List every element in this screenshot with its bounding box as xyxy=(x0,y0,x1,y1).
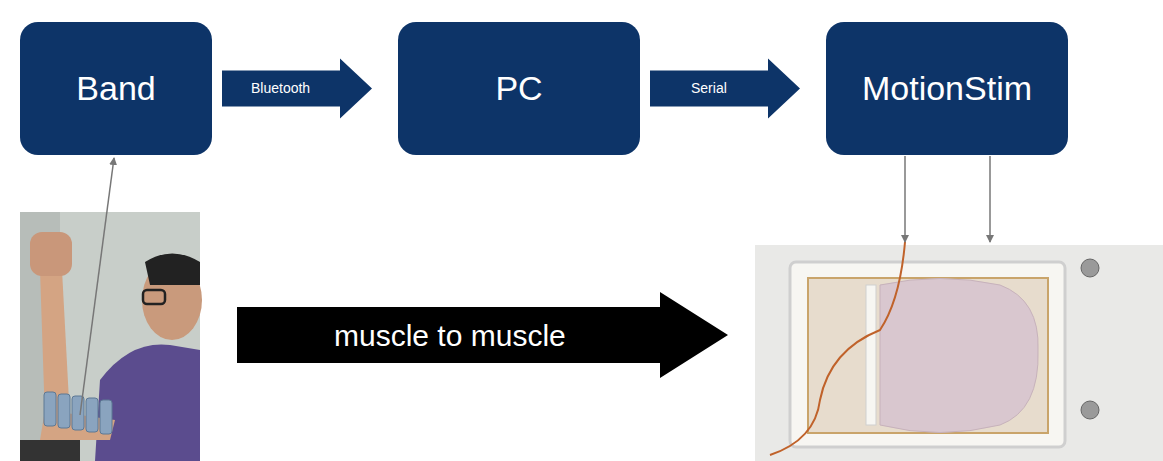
leader-line xyxy=(904,156,906,242)
keyboard xyxy=(20,440,80,461)
block-arrow xyxy=(237,292,728,378)
band-segment xyxy=(86,398,98,432)
edge-label: Bluetooth xyxy=(251,81,310,96)
edge-label: Serial xyxy=(691,81,727,96)
block-arrow xyxy=(650,59,800,119)
band-segment xyxy=(58,394,70,428)
band-segment xyxy=(44,392,56,426)
arrow-label: muscle to muscle xyxy=(334,319,566,352)
photo-background xyxy=(755,245,1163,461)
chamber-well xyxy=(808,278,1048,433)
sensor-band xyxy=(44,392,112,434)
person-photo xyxy=(20,212,202,461)
chamber-frame xyxy=(790,262,1065,447)
box-title: PC xyxy=(495,70,542,107)
band-segment xyxy=(100,400,112,434)
clamp-bar xyxy=(866,285,876,425)
box-title: MotionStim xyxy=(862,70,1032,107)
wire xyxy=(770,242,905,455)
screw xyxy=(1081,259,1099,277)
process-box: Band xyxy=(20,22,212,155)
box-title: Band xyxy=(76,70,155,107)
glasses xyxy=(143,290,165,304)
process-box: PC xyxy=(398,22,640,155)
muscle-tissue xyxy=(880,279,1038,433)
hair xyxy=(145,254,200,286)
process-box: MotionStim xyxy=(826,22,1068,155)
shirt xyxy=(95,344,200,461)
leader-line xyxy=(989,156,991,242)
leader-line xyxy=(80,158,114,415)
screw xyxy=(1081,401,1099,419)
block-arrow xyxy=(222,59,372,119)
fist xyxy=(30,232,72,276)
muscle-chamber-photo xyxy=(755,242,1163,461)
